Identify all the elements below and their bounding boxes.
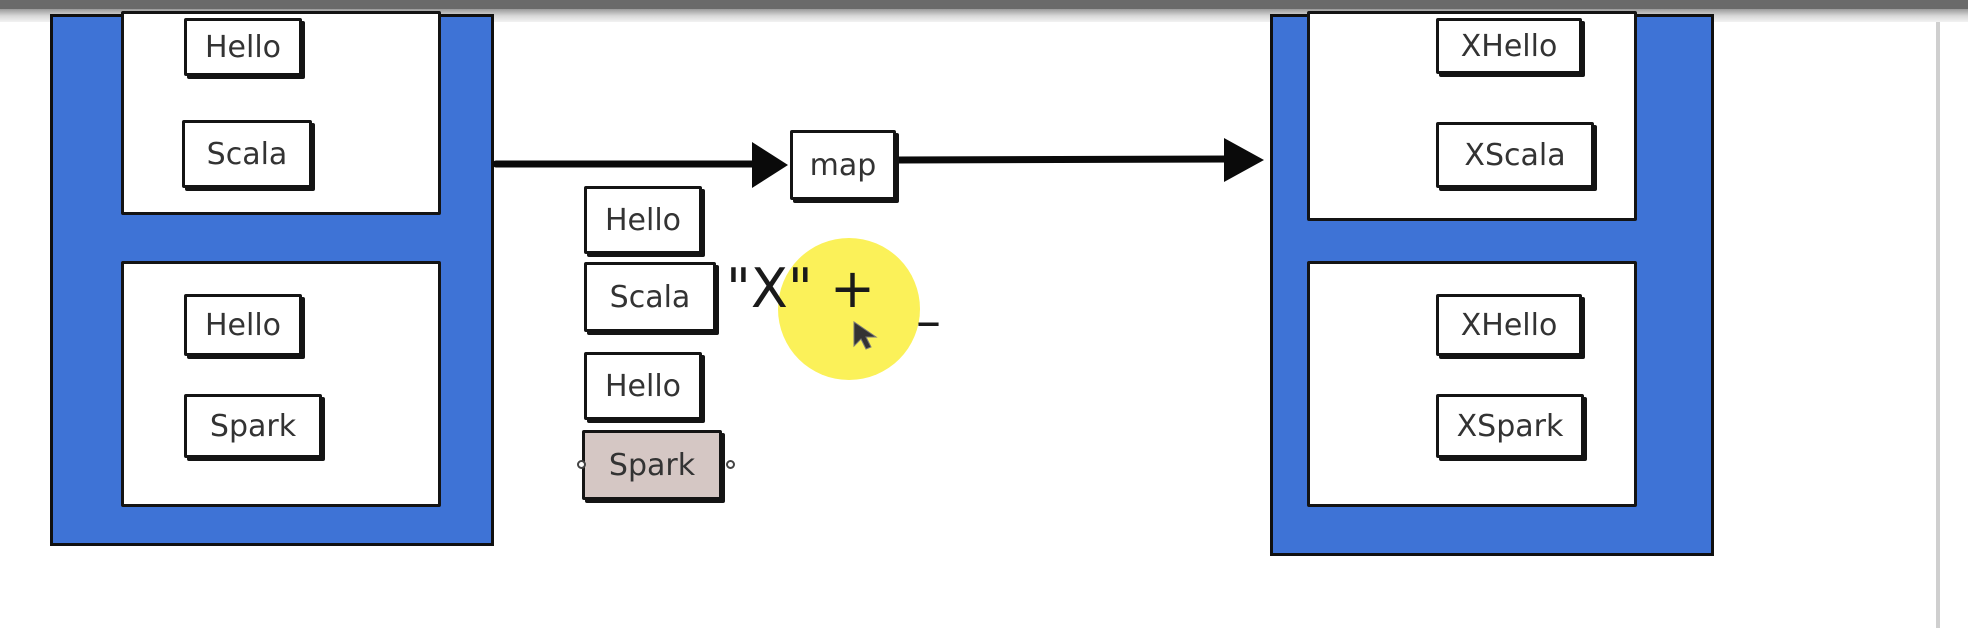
right-partition-1-item-1[interactable]: XHello <box>1436 18 1582 74</box>
selection-handle-right[interactable] <box>726 460 735 469</box>
middle-element-1[interactable]: Hello <box>584 186 702 254</box>
middle-element-3[interactable]: Hello <box>584 352 702 420</box>
left-rdd[interactable]: Hello Scala Hello Spark <box>50 11 494 546</box>
cursor-highlight <box>778 238 920 380</box>
left-partition-2-item-2[interactable]: Spark <box>184 394 322 458</box>
middle-element-4-selected[interactable]: Spark <box>582 430 722 500</box>
left-partition-1[interactable]: Hello Scala <box>121 11 441 215</box>
middle-element-2[interactable]: Scala <box>584 262 716 332</box>
map-operation-box[interactable]: map <box>790 130 896 200</box>
scrollbar-track[interactable] <box>1936 22 1940 628</box>
selection-handle-left[interactable] <box>577 460 586 469</box>
mouse-pointer-icon <box>853 321 878 350</box>
left-partition-1-item-1[interactable]: Hello <box>184 18 302 76</box>
right-partition-2-item-1[interactable]: XHello <box>1436 294 1582 356</box>
arrowhead-into-map <box>752 142 788 188</box>
right-partition-1-item-2[interactable]: XScala <box>1436 122 1594 188</box>
left-partition-1-item-2[interactable]: Scala <box>182 120 312 188</box>
right-partition-2-item-2[interactable]: XSpark <box>1436 394 1584 458</box>
left-partition-2[interactable]: Hello Spark <box>121 261 441 507</box>
function-label: "X" + <box>726 257 876 320</box>
right-partition-1[interactable]: XHello XScala <box>1307 11 1637 221</box>
arrowhead-into-right-rdd <box>1224 138 1264 182</box>
right-partition-2[interactable]: XHello XSpark <box>1307 261 1637 507</box>
right-rdd[interactable]: XHello XScala XHello XSpark <box>1270 11 1714 556</box>
minus-sign: – <box>916 292 941 350</box>
left-partition-2-item-1[interactable]: Hello <box>184 294 302 356</box>
arrow-map-to-right <box>894 155 1234 164</box>
